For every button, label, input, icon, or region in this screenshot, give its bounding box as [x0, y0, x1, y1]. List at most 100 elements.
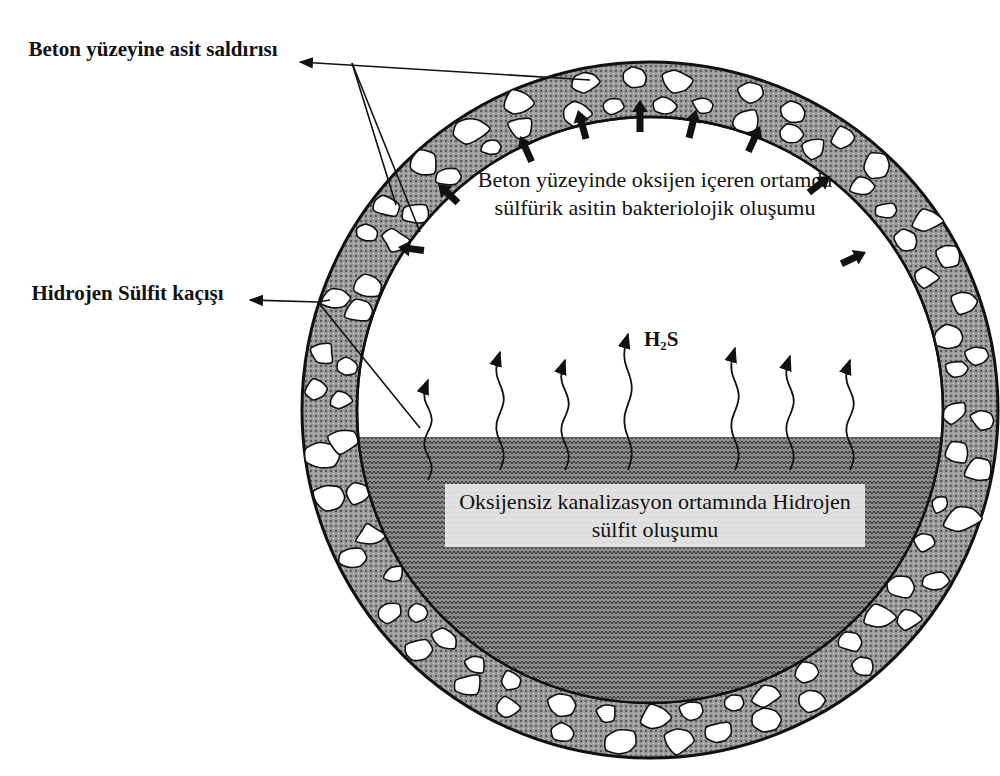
aggregate-stone — [915, 267, 939, 288]
aggregate-stone — [662, 70, 693, 93]
aggregate-stone — [781, 101, 805, 122]
aggregate-stone — [454, 675, 479, 695]
aggregate-stone — [641, 704, 672, 728]
h2s-arrow — [624, 334, 632, 470]
acid-arrow — [632, 100, 648, 132]
aggregate-stone — [305, 379, 327, 400]
callout-label: Beton yüzeyine asit saldırısı — [8, 36, 298, 62]
acid-arrow — [685, 110, 701, 138]
aggregate-stone — [405, 639, 433, 660]
acid-arrow — [574, 110, 589, 139]
aggregate-stone — [705, 722, 731, 742]
aggregate-stone — [936, 246, 959, 268]
aggregate-stone — [795, 662, 818, 683]
aggregate-stone — [408, 604, 427, 623]
aggregate-stone — [453, 119, 490, 144]
aggregate-stone — [504, 90, 534, 114]
aggregate-stone — [337, 357, 358, 375]
aggregate-stone — [850, 177, 875, 195]
aggregate-stone — [653, 97, 677, 114]
leader-line — [300, 62, 590, 80]
aggregate-stone — [752, 685, 781, 707]
aggregate-stone — [887, 576, 914, 598]
aggregate-stone — [357, 224, 378, 241]
aggregate-stone — [679, 702, 703, 720]
aggregate-stone — [894, 229, 917, 250]
aggregate-stone — [752, 708, 781, 732]
aggregate-stone — [738, 83, 763, 104]
aggregate-stone — [311, 343, 333, 363]
aggregate-stone — [623, 67, 646, 88]
aggregate-stone — [934, 324, 963, 348]
aggregate-stone — [946, 442, 968, 463]
aggregate-stone — [951, 292, 977, 314]
aggregate-stone — [864, 604, 896, 627]
aggregate-stone — [780, 124, 804, 143]
aggregate-stone — [838, 632, 861, 651]
aggregate-stone — [596, 705, 615, 722]
callout-label: Hidrojen Sülfit kaçışı — [10, 280, 245, 306]
acid-arrow — [518, 136, 533, 162]
aggregate-stone — [548, 694, 576, 716]
aggregate-stone — [436, 168, 462, 184]
aggregate-stone — [932, 497, 947, 513]
aggregate-stone — [664, 729, 694, 755]
aggregate-stone — [339, 548, 367, 567]
sewage — [300, 437, 1000, 776]
aggregate-stone — [970, 411, 993, 430]
aggregate-stone — [922, 572, 949, 590]
acid-arrows — [398, 100, 866, 264]
aggregate-stone — [914, 534, 935, 552]
acid-arrow — [841, 250, 866, 264]
aggregate-stone — [378, 603, 401, 623]
aggregate-stone — [384, 566, 402, 581]
aggregate-stone — [864, 153, 889, 179]
acid-arrow — [438, 184, 458, 203]
aggregate-stone — [508, 118, 532, 138]
aggregate-stone — [946, 362, 968, 378]
h2s-arrow — [731, 348, 739, 470]
aggregate-stone — [605, 730, 636, 754]
acid-arrow — [398, 241, 424, 257]
aggregate-stone — [852, 657, 873, 675]
aggregate-stone — [831, 126, 854, 148]
aggregate-stone — [465, 656, 484, 673]
leader-line — [318, 300, 330, 302]
h2s-arrow — [786, 356, 794, 470]
zone-label: Oksijensiz kanalizasyon ortamında Hidroj… — [445, 484, 865, 547]
h2s-arrows — [424, 334, 854, 480]
aggregate-stone — [912, 209, 943, 231]
h2s-arrow — [561, 360, 569, 470]
zone-label: Beton yüzeyinde oksijen içeren ortamda s… — [475, 166, 835, 221]
aggregate-stone — [897, 610, 922, 631]
aggregate-stone — [313, 486, 344, 511]
aggregate-stone — [943, 403, 966, 425]
aggregate-stone — [328, 430, 359, 454]
h2s-arrow — [424, 380, 432, 480]
leader-line — [250, 300, 420, 428]
aggregate-stone — [432, 628, 457, 649]
aggregate-stone — [410, 150, 436, 175]
pipe-inner-wall — [357, 117, 943, 703]
aggregate-stone — [354, 274, 382, 296]
aggregate-stone — [875, 203, 896, 217]
aggregate-stone — [321, 289, 351, 308]
aggregate-stone — [572, 73, 600, 93]
leader-line — [352, 63, 420, 232]
aggregate-stone — [944, 507, 983, 532]
acid-arrow — [748, 126, 763, 152]
aggregate-stone — [965, 458, 991, 480]
aggregate-stone — [965, 347, 989, 365]
h2s-arrow — [846, 360, 854, 470]
leader-lines — [250, 62, 590, 428]
aggregate-stone — [725, 695, 744, 711]
aggregate-stone — [802, 139, 824, 159]
aggregate-stone — [551, 723, 574, 742]
leader-line — [352, 63, 396, 205]
aggregate-stone — [502, 671, 521, 690]
aggregate-stone — [603, 99, 624, 115]
aggregate-stone — [481, 140, 501, 154]
aggregate-stone — [799, 691, 825, 713]
